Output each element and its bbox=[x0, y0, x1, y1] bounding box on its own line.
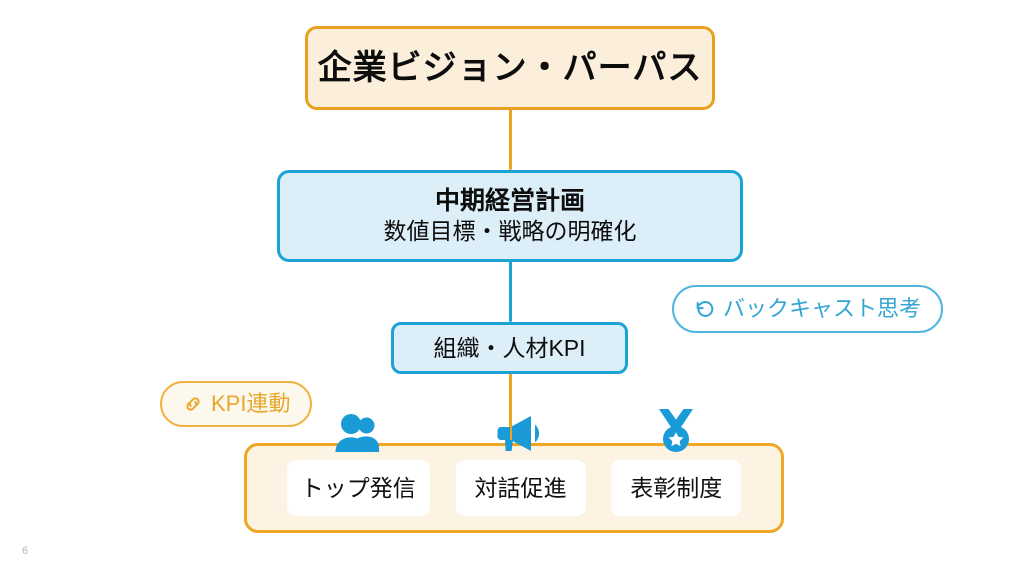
counterclockwise-arrow-icon bbox=[694, 298, 716, 320]
action-card-top-message[interactable]: トップ発信 bbox=[286, 414, 430, 516]
mid-term-plan-subtitle: 数値目標・戦略の明確化 bbox=[383, 217, 637, 244]
mid-term-plan-box: 中期経営計画 数値目標・戦略の明確化 bbox=[277, 170, 743, 262]
org-hr-kpi-title: 組織・人材KPI bbox=[433, 334, 586, 361]
connector-kpi-to-actions bbox=[509, 372, 512, 446]
action-label-dialogue: 対話促進 bbox=[474, 474, 567, 501]
link-chain-icon bbox=[182, 393, 204, 415]
badge-backcast-thinking: バックキャスト思考 bbox=[672, 285, 944, 333]
connector-plan-to-kpi bbox=[509, 260, 512, 322]
action-label-award: 表彰制度 bbox=[630, 474, 723, 501]
action-card-dialogue[interactable]: 対話促進 bbox=[455, 416, 586, 516]
people-icon bbox=[332, 402, 384, 454]
badge-kpi-linkage-label: KPI連動 bbox=[211, 391, 291, 416]
badge-backcast-label: バックキャスト思考 bbox=[723, 296, 922, 321]
connector-vision-to-plan bbox=[509, 108, 512, 170]
action-label-top-message: トップ発信 bbox=[300, 474, 416, 501]
mid-term-plan-title: 中期経営計画 bbox=[434, 187, 585, 216]
vision-title: 企業ビジョン・パーパス bbox=[317, 49, 703, 87]
org-hr-kpi-box: 組織・人材KPI bbox=[391, 322, 628, 374]
action-card-award[interactable]: 表彰制度 bbox=[611, 409, 742, 516]
actions-container: トップ発信 対話促進 bbox=[244, 409, 784, 533]
badge-kpi-linkage: KPI連動 bbox=[160, 381, 313, 427]
vision-purpose-box: 企業ビジョン・パーパス bbox=[305, 26, 715, 110]
slide-number: 6 bbox=[22, 545, 29, 557]
megaphone-icon bbox=[495, 402, 547, 454]
medal-icon bbox=[650, 402, 702, 454]
